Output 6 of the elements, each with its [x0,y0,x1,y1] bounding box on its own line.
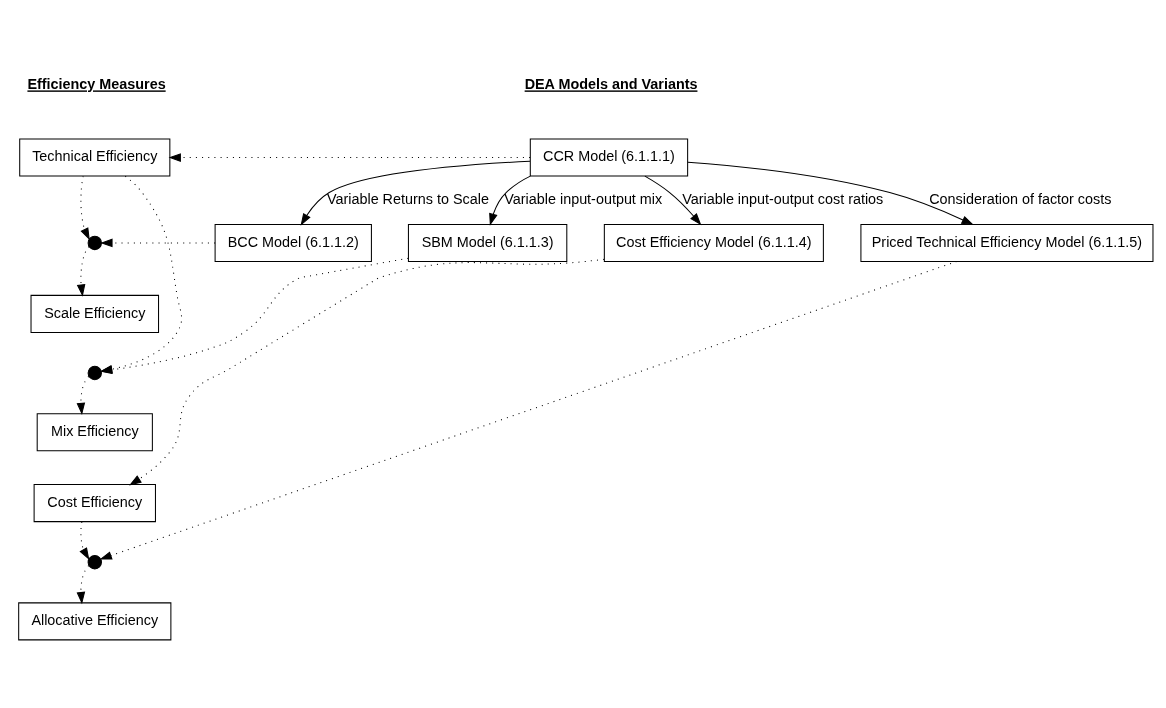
edge-label: Variable input-output mix [504,191,663,208]
edge-label: Variable Returns to Scale [326,191,489,208]
edge-label: Consideration of factor costs [929,191,1112,208]
label: DEA Models and Variants [524,76,698,93]
edge-label: Variable input-output cost ratios [682,191,884,208]
label: Efficiency Measures [27,76,166,93]
